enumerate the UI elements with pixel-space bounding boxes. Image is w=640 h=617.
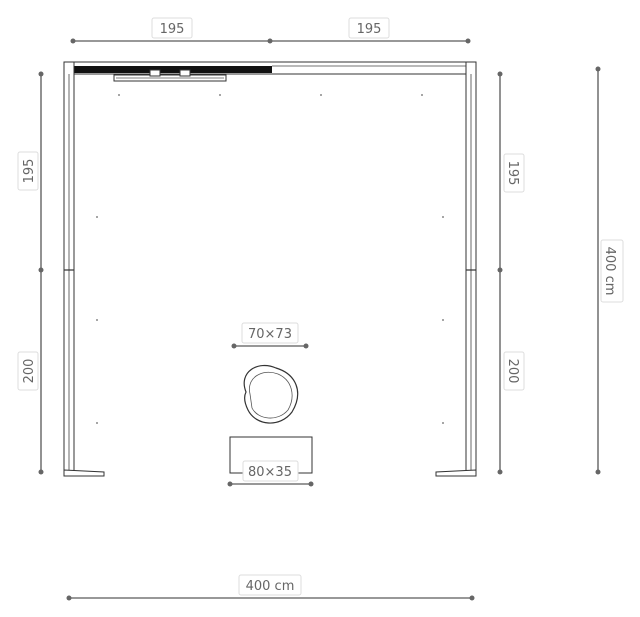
floor-markers [96,94,444,424]
dimension-right: 195 200 [497,71,525,475]
dimension-right-upper-label: 195 [505,161,520,186]
top-wall-dark-segment [68,66,272,73]
dimension-top: 195 195 [70,17,471,44]
walls [63,61,477,477]
dimension-top-right-label: 195 [357,22,382,37]
dimension-top-left-label: 195 [160,22,185,37]
dimension-right-total-label: 400 cm [602,247,617,296]
table-size-label: 80×35 [248,465,292,480]
dimension-left: 195 200 [17,71,44,475]
dimension-bottom-label: 400 cm [246,579,295,594]
wall-fixture [113,69,227,82]
dimension-left-upper-label: 195 [22,159,37,184]
dimension-bottom: 400 cm [66,574,475,601]
chair: 70×73 [231,322,309,424]
dimension-right-total: 400 cm [595,66,624,475]
table: 80×35 [227,436,314,487]
chair-size-label: 70×73 [248,327,292,342]
dimension-left-lower-label: 200 [22,359,37,384]
dimension-right-lower-label: 200 [505,359,520,384]
